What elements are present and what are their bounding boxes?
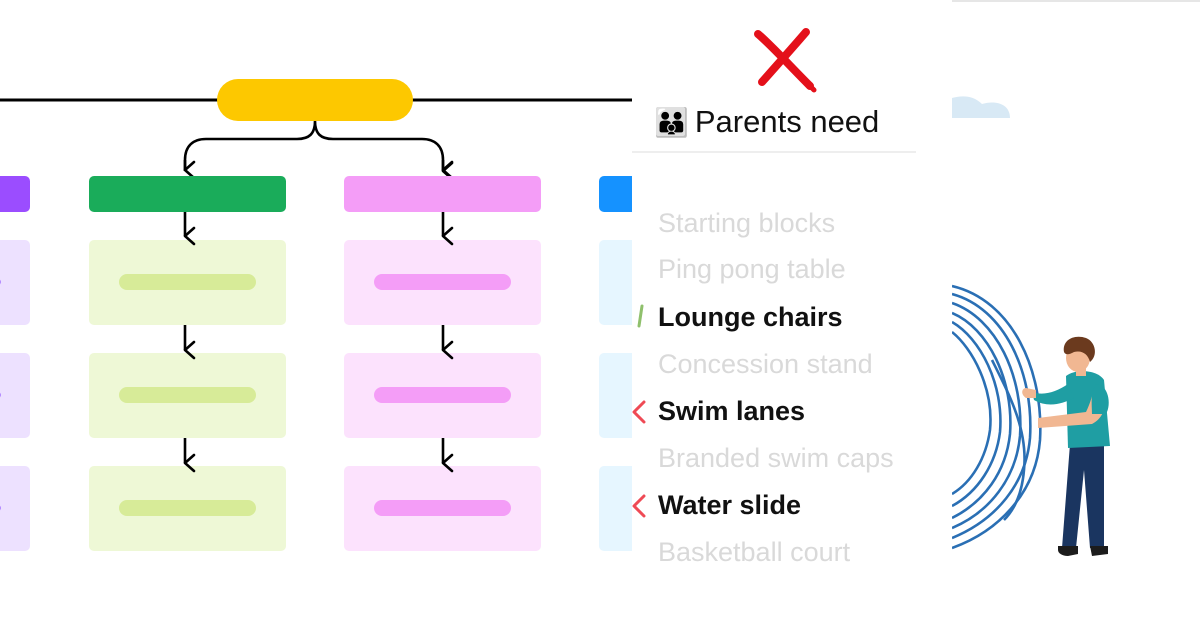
red-x-icon [754, 28, 817, 93]
cloud-shape [952, 96, 1010, 118]
root-node[interactable] [217, 79, 413, 121]
green-column-header[interactable] [89, 176, 286, 212]
purple-card-3[interactable] [0, 466, 30, 551]
purple-column-header[interactable] [0, 176, 30, 212]
green-card-1-bar [119, 274, 256, 290]
list-item-lounge-chairs[interactable]: Lounge chairs [658, 302, 843, 332]
list-heading-text: Parents need [694, 104, 880, 139]
list-item-concession-stand[interactable]: Concession stand [658, 349, 873, 379]
blue-card-2[interactable] [599, 353, 632, 438]
list-item-basketball-court[interactable]: Basketball court [658, 537, 851, 567]
branch-connector [183, 120, 443, 171]
list-item-branded-swim-caps[interactable]: Branded swim caps [658, 443, 894, 473]
pink-card-1-bar [374, 274, 511, 290]
purple-card-1[interactable] [0, 240, 30, 325]
blue-column-header[interactable] [599, 176, 632, 212]
person-with-rings-illustration [952, 0, 1200, 556]
flowchart-panel [0, 79, 632, 551]
flowchart-diagram [0, 79, 632, 551]
family-icon: 👪 [654, 105, 689, 139]
purple-card-2[interactable] [0, 353, 30, 438]
list-item-starting-blocks[interactable]: Starting blocks [658, 208, 836, 238]
check-mark-icon [637, 304, 644, 328]
green-card-2-bar [119, 387, 256, 403]
list-heading: 👪 Parents need [654, 104, 879, 140]
person-figure [1022, 336, 1110, 556]
cross-mark-icon [632, 494, 646, 518]
pink-card-2-bar [374, 387, 511, 403]
heading-divider [632, 151, 916, 153]
list-item-swim-lanes[interactable]: Swim lanes [658, 396, 806, 426]
blue-card-1[interactable] [599, 240, 632, 325]
green-card-3-bar [119, 500, 256, 516]
illustration-panel [952, 0, 1200, 630]
checklist-panel: 👪 Parents need Starting blocks Ping pong… [632, 0, 952, 630]
list-item-water-slide[interactable]: Water slide [658, 490, 802, 520]
blue-card-3[interactable] [599, 466, 632, 551]
pink-card-3-bar [374, 500, 511, 516]
pink-column-header[interactable] [344, 176, 541, 212]
cross-mark-icon [632, 400, 646, 424]
list-item-ping-pong-table[interactable]: Ping pong table [658, 254, 846, 284]
ring-arcs [952, 284, 1042, 550]
